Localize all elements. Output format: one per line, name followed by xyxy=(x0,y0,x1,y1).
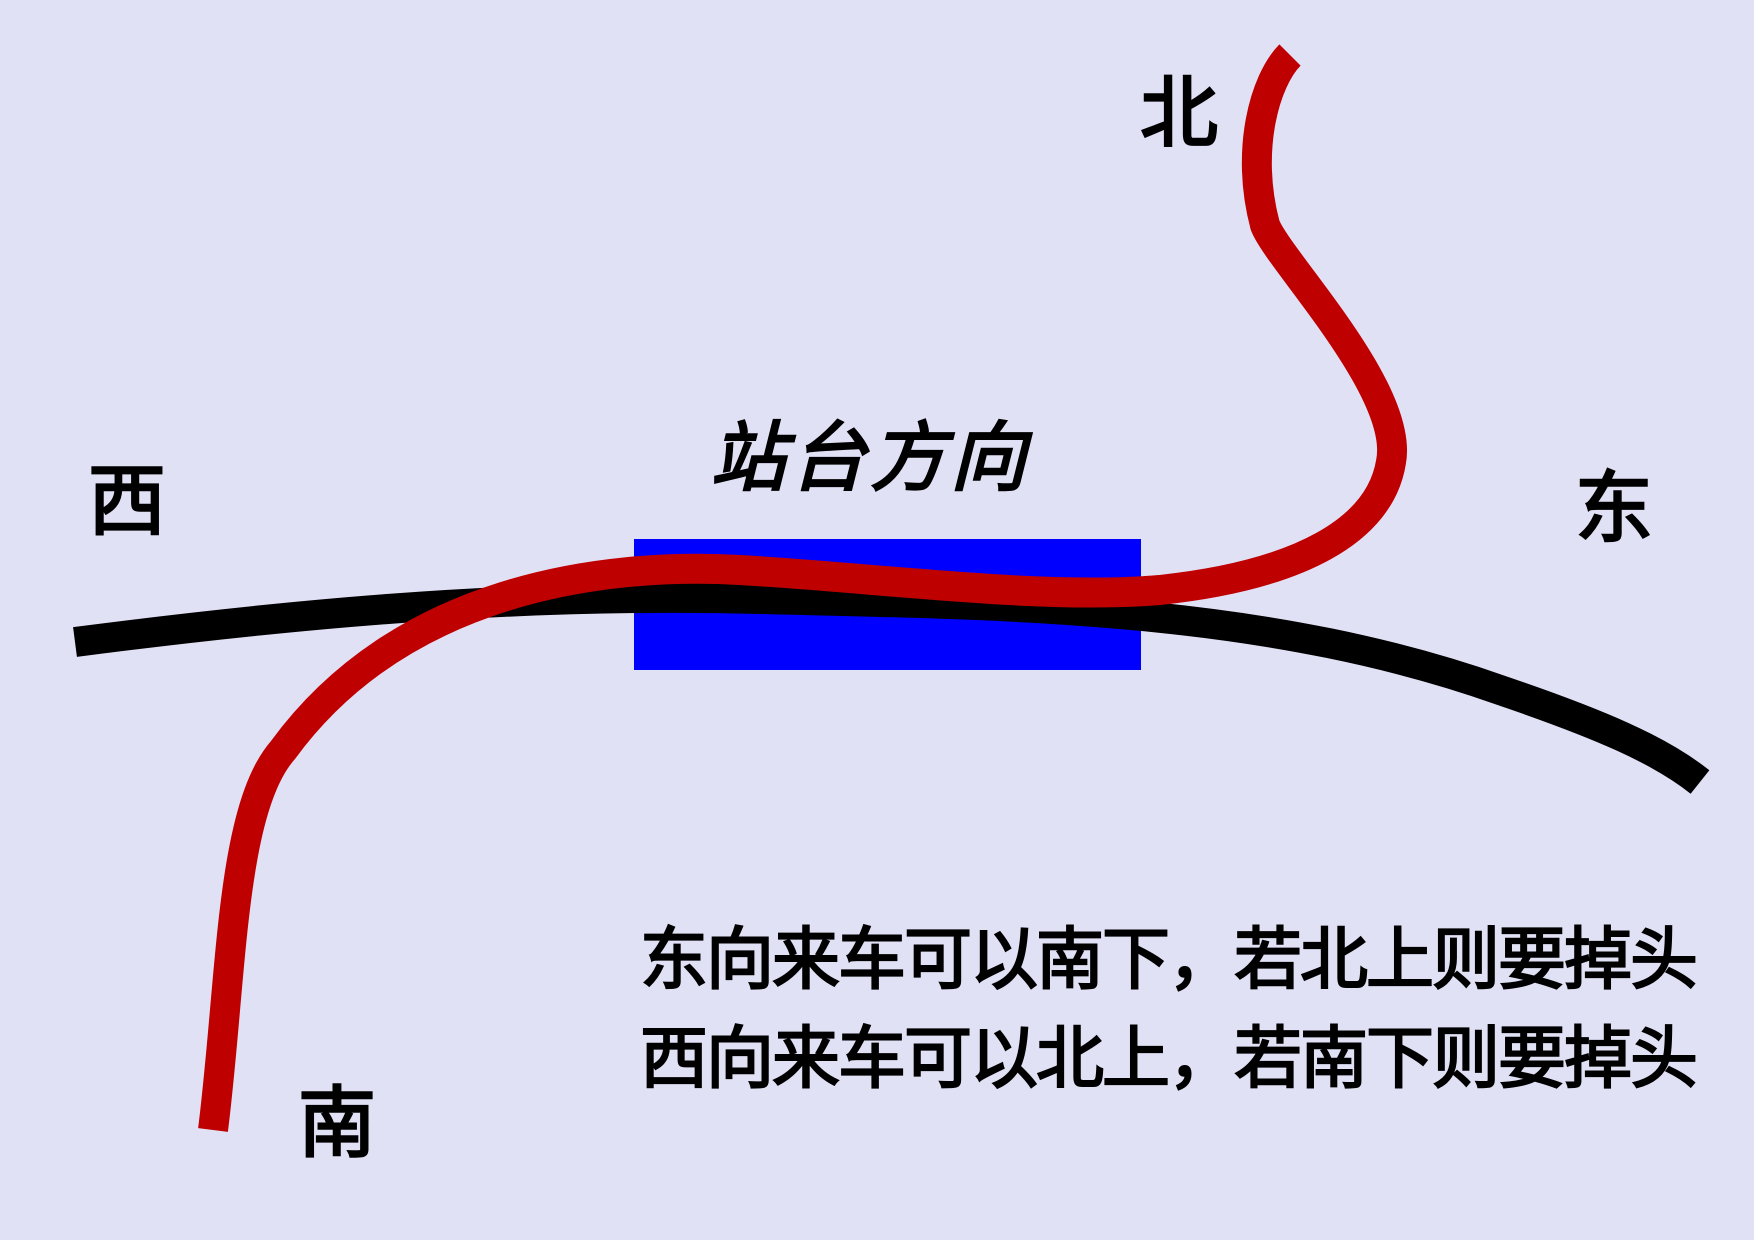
note-line: 东向来车可以南下，若北上则要掉头 xyxy=(640,921,1698,1000)
north-label: 北 xyxy=(1140,69,1219,159)
branch-line-south-north xyxy=(198,44,1408,1132)
main-line-east-west xyxy=(73,582,1710,794)
south-label: 南 xyxy=(298,1079,377,1169)
west-label: 西 xyxy=(88,457,167,547)
east-label: 东 xyxy=(1575,464,1654,554)
platform-direction-title: 站台方向 xyxy=(710,413,1030,502)
note-line: 西向来车可以北上，若南下则要掉头 xyxy=(640,1019,1698,1099)
route-notes: 东向来车可以南下，若北上则要掉头 西向来车可以北上，若南下则要掉头 xyxy=(640,912,1698,1109)
